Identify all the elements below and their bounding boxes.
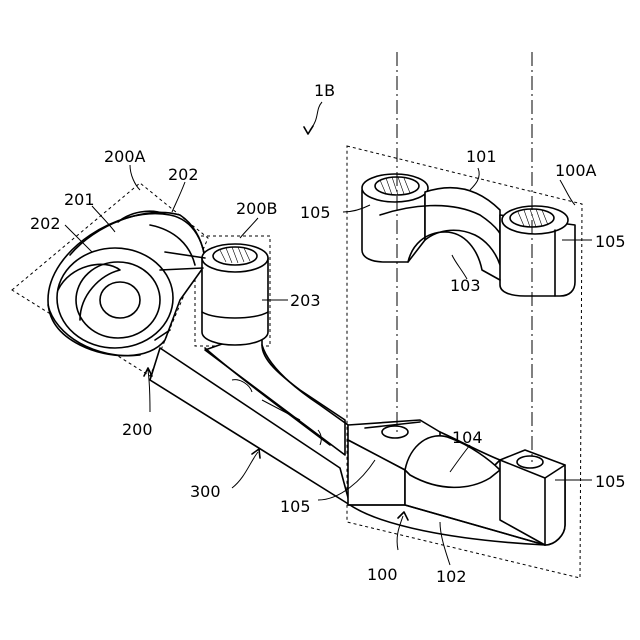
label-202-left: 202: [30, 214, 61, 233]
leader-102: [440, 522, 450, 565]
label-103: 103: [450, 276, 481, 295]
label-200B: 200B: [236, 199, 278, 218]
leader-300: [232, 452, 258, 488]
label-100: 100: [367, 565, 398, 584]
label-102: 102: [436, 567, 467, 586]
leader-200A: [130, 165, 140, 190]
label-201: 201: [64, 190, 95, 209]
label-200A: 200A: [104, 147, 146, 166]
label-104: 104: [452, 428, 483, 447]
leader-300-arrowhead: [252, 449, 260, 458]
label-105-lower-left: 105: [280, 497, 311, 516]
figure-label-arrowhead: [304, 126, 313, 134]
label-105-lower-right: 105: [595, 472, 626, 491]
label-300: 300: [190, 482, 221, 501]
arm-300: [150, 330, 350, 505]
label-202-upper: 202: [168, 165, 199, 184]
leader-100A: [560, 180, 575, 205]
label-105-upper-right: 105: [595, 232, 626, 251]
label-203: 203: [290, 291, 321, 310]
label-101: 101: [466, 147, 497, 166]
label-1B: 1B: [314, 81, 335, 100]
leader-101: [470, 168, 479, 190]
label-200: 200: [122, 420, 153, 439]
leader-200B: [240, 218, 258, 238]
leader-202-upper: [172, 182, 185, 212]
label-100A: 100A: [555, 161, 597, 180]
leader-100: [397, 516, 403, 550]
figure-label-arrow: [310, 102, 322, 130]
label-105-upper-left: 105: [300, 203, 331, 222]
ring-200: [48, 211, 205, 356]
